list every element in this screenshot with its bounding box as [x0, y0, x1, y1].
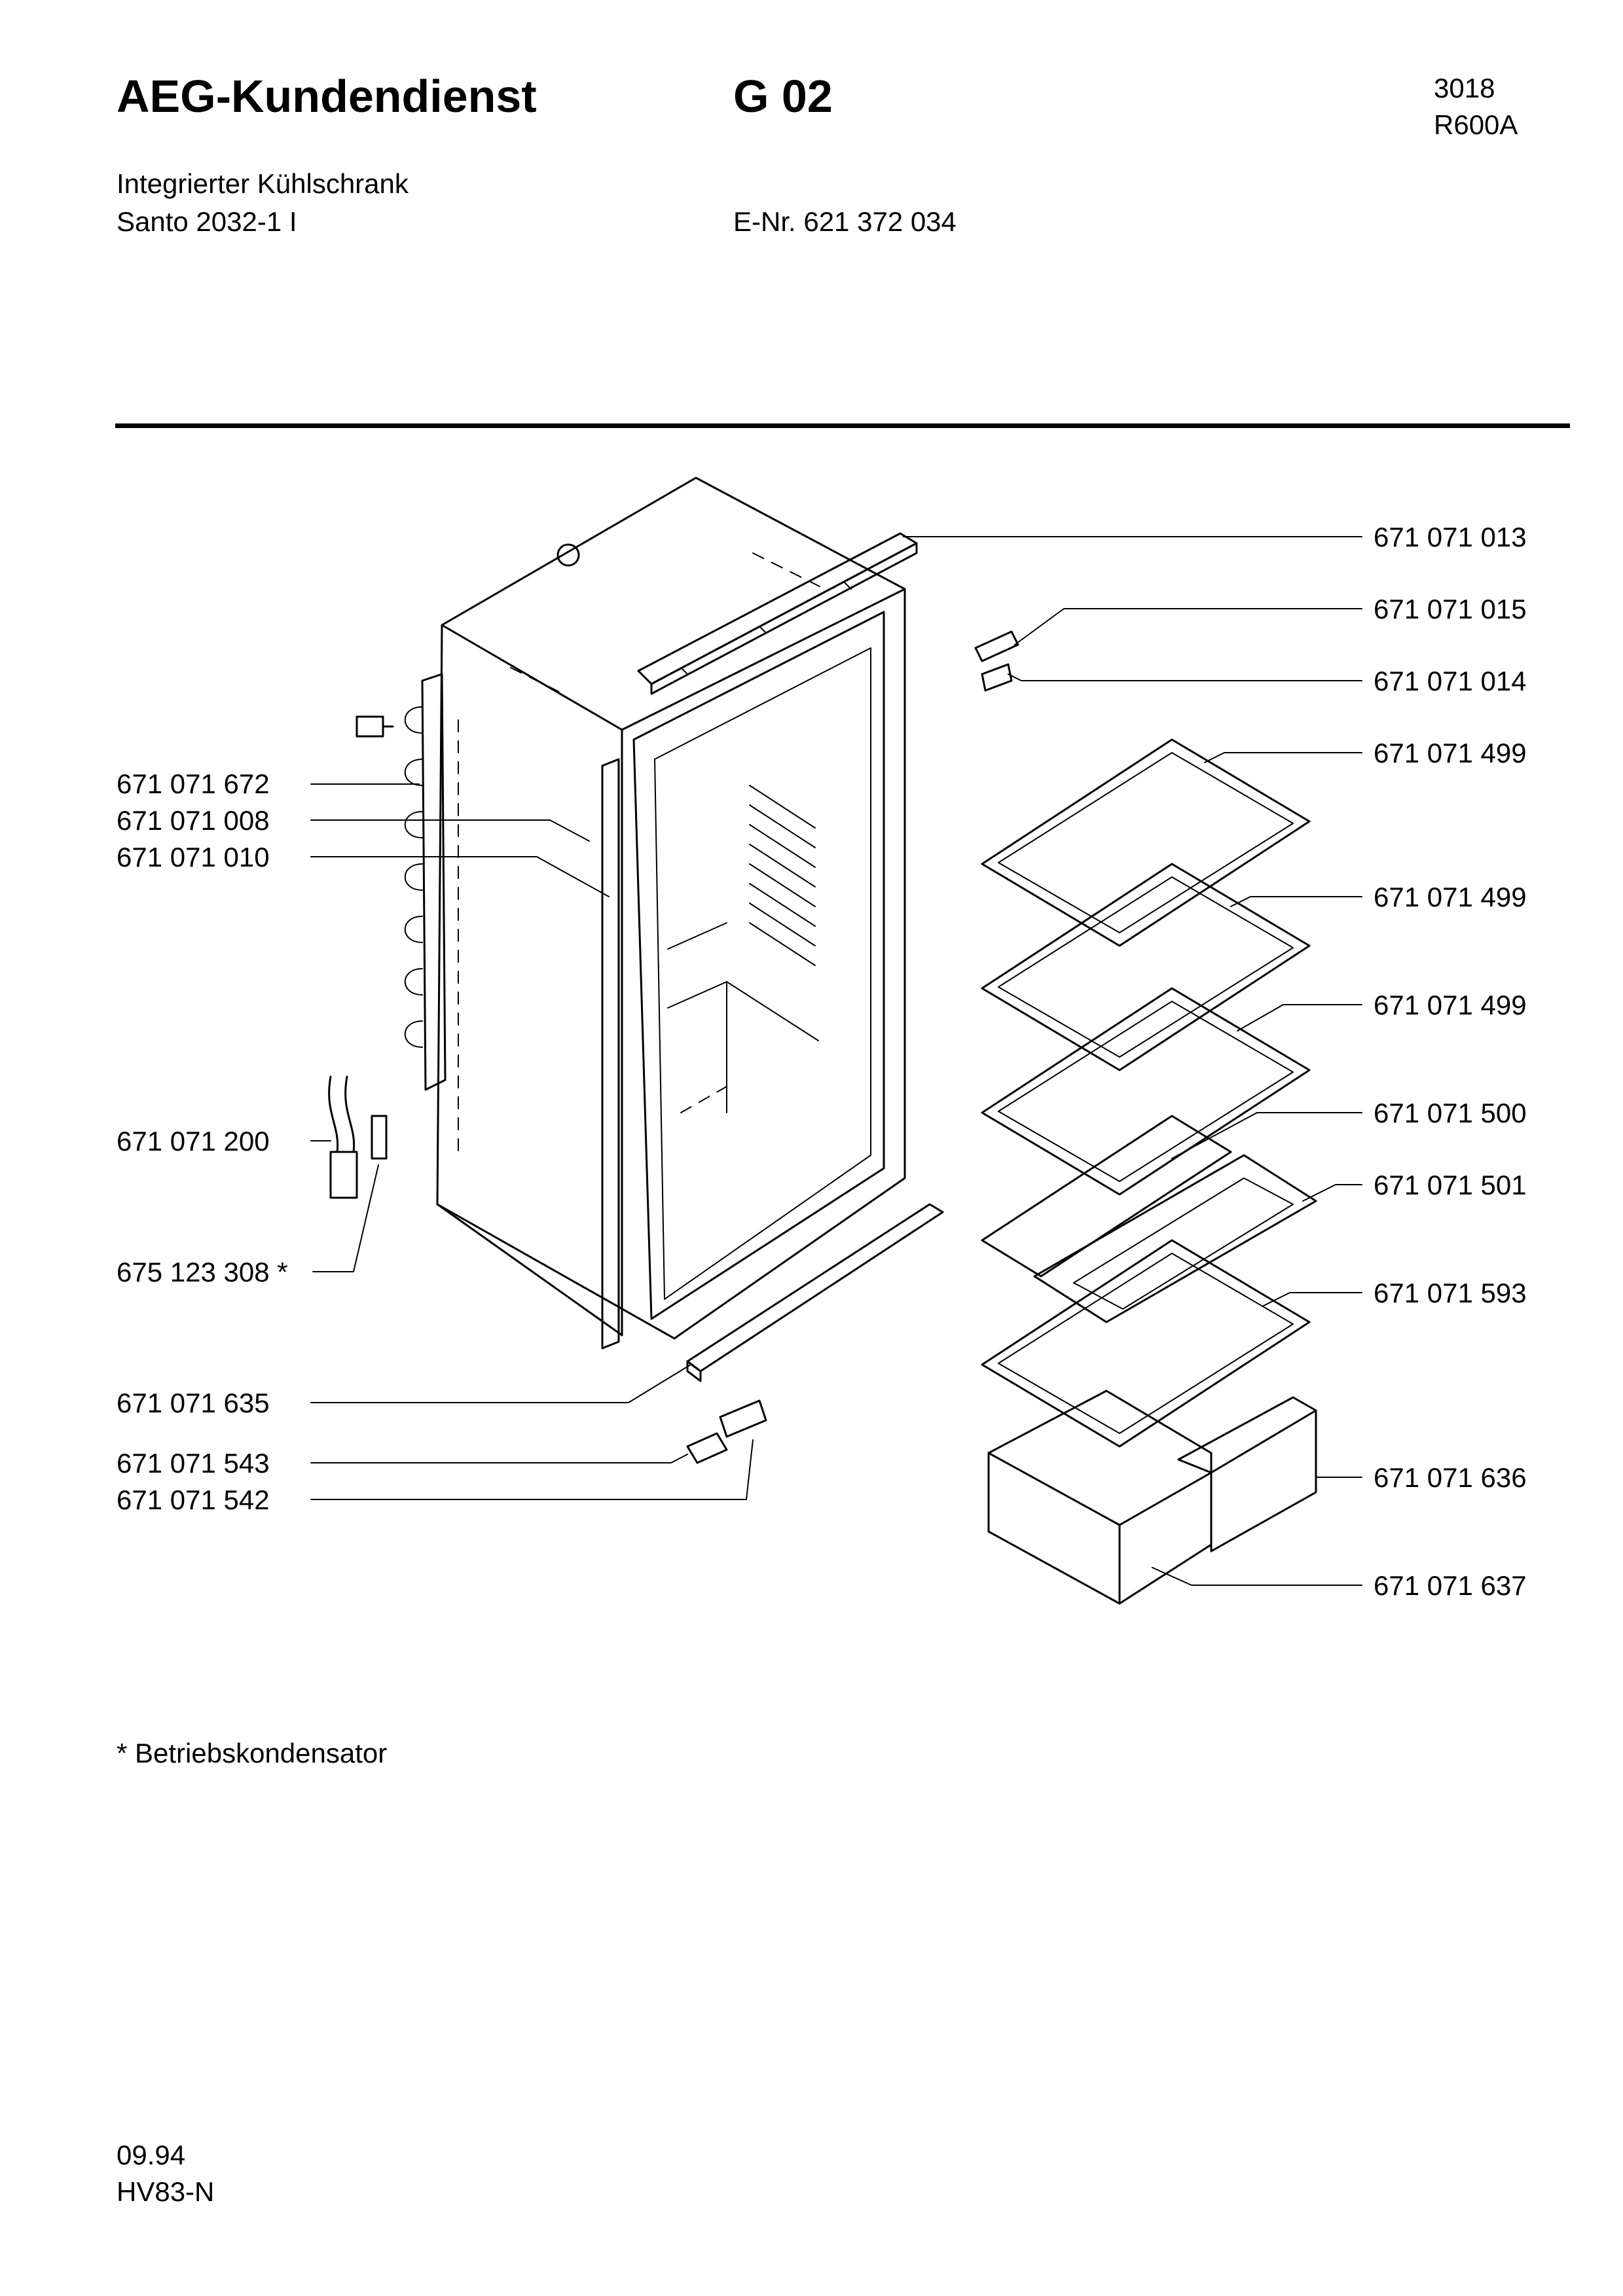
connector-part — [356, 715, 394, 738]
part-label: 671 071 542 — [117, 1484, 270, 1515]
glass-shelf-4 — [981, 1115, 1232, 1278]
header-divider — [115, 423, 1570, 428]
part-label: 671 071 635 — [117, 1388, 270, 1418]
enr-number: E-Nr. 621 372 034 — [733, 206, 957, 237]
part-label: 671 071 013 — [1374, 522, 1527, 552]
hinge-bracket-parts — [686, 1399, 767, 1464]
top-rail — [637, 532, 918, 695]
part-label: 671 071 500 — [1374, 1098, 1527, 1128]
door-gasket-strip — [601, 758, 620, 1350]
part-label: 671 071 636 — [1374, 1462, 1527, 1493]
part-label: 671 071 499 — [1374, 738, 1527, 768]
code-number: 3018 — [1434, 73, 1495, 103]
condenser-coil — [404, 673, 447, 1091]
leader-lines-right — [903, 536, 1362, 1586]
product-type: Integrierter Kühlschrank — [117, 168, 409, 199]
glass-shelf-2 — [981, 863, 1311, 1071]
part-label: 675 123 308 * — [117, 1257, 288, 1287]
leader-lines-left — [310, 783, 754, 1500]
crisper-cover — [981, 1239, 1311, 1448]
part-label: 671 071 014 — [1374, 666, 1527, 696]
model-name: Santo 2032-1 I — [117, 206, 297, 237]
part-label: 671 071 499 — [1374, 882, 1527, 912]
cabinet-body — [436, 476, 906, 1340]
glass-shelf-3 — [981, 987, 1311, 1196]
part-label: 671 071 593 — [1374, 1278, 1527, 1308]
glass-shelf-1 — [981, 738, 1311, 947]
document-code: HV83-N — [117, 2176, 215, 2207]
brand-title: AEG-Kundendienst — [117, 71, 537, 122]
part-label: 671 071 672 — [117, 768, 270, 799]
part-label: 671 071 200 — [117, 1126, 270, 1157]
hinge-upper-part — [974, 630, 1019, 692]
thermostat-part — [328, 1075, 388, 1199]
part-label: 671 071 501 — [1374, 1170, 1527, 1200]
crisper-drawer-left — [987, 1390, 1213, 1605]
glass-shelf-cover — [1033, 1154, 1317, 1323]
bottom-rail — [686, 1203, 944, 1382]
refrigerant-code: R600A — [1434, 109, 1518, 140]
crisper-drawer-right — [1177, 1396, 1317, 1552]
footnote: * Betriebskondensator — [117, 1738, 388, 1768]
part-label: 671 071 543 — [117, 1448, 270, 1479]
part-label: 671 071 015 — [1374, 594, 1527, 624]
part-label: 671 071 010 — [117, 842, 270, 872]
part-label: 671 071 008 — [117, 805, 270, 836]
group-code: G 02 — [733, 71, 833, 122]
part-label: 671 071 499 — [1374, 990, 1527, 1020]
part-label: 671 071 637 — [1374, 1570, 1527, 1601]
print-date: 09.94 — [117, 2140, 186, 2170]
